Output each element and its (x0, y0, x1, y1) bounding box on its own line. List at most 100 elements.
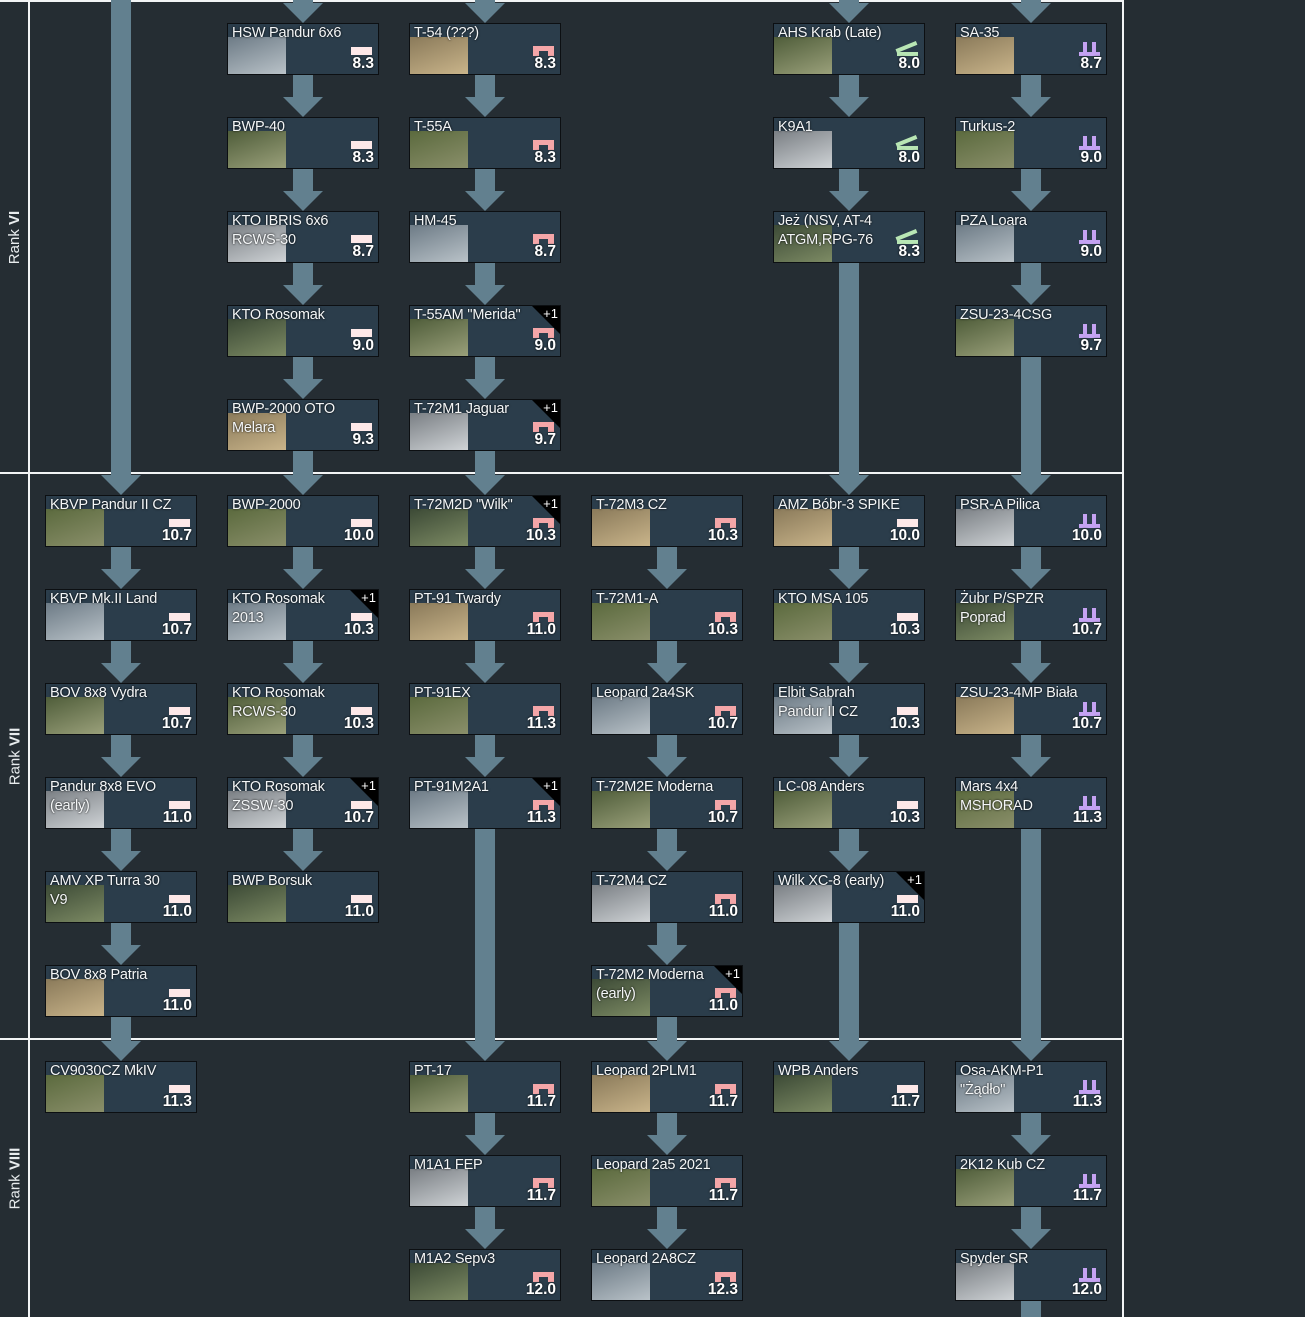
arrowhead-icon (1011, 663, 1051, 683)
arrowhead-icon (101, 757, 141, 777)
vehicle-thumbnail (956, 1263, 1014, 1300)
vehicle-card[interactable]: T-54 (???)8.3 (409, 23, 561, 75)
connector-arrow (839, 169, 859, 192)
battle-rating: 12.3 (707, 1281, 738, 1298)
connector-arrow (111, 1017, 131, 1042)
vehicle-name: BWP-40 (232, 119, 285, 135)
vehicle-card[interactable]: Osa-AKM-P1 "Żądło"11.3 (955, 1061, 1107, 1113)
connector-arrow (839, 547, 859, 570)
arrowhead-icon (283, 97, 323, 117)
arrowhead-icon (647, 1041, 687, 1061)
battle-rating: 10.7 (161, 621, 192, 638)
vehicle-name: Leopard 2A8CZ (596, 1251, 696, 1267)
battle-rating: 10.3 (889, 621, 920, 638)
battle-rating: 10.7 (343, 809, 374, 826)
vehicle-name: KTO Rosomak 2013 (232, 591, 325, 626)
connector-arrow (111, 829, 131, 852)
spaa-class-icon (1079, 136, 1100, 150)
spg-class-icon (897, 234, 918, 244)
battle-rating: 9.7 (1080, 337, 1102, 354)
spaa-class-icon (1079, 514, 1100, 528)
vehicle-name: T-72M2 Moderna (early) (596, 967, 704, 1002)
battle-rating: 11.7 (890, 1093, 920, 1110)
vehicle-card[interactable]: Pandur 8x8 EVO (early)11.0 (45, 777, 197, 829)
vehicle-thumbnail (592, 603, 650, 640)
vehicle-name: KTO Rosomak ZSSW-30 (232, 779, 325, 814)
battle-rating: 8.7 (352, 243, 374, 260)
light-class-icon (351, 613, 372, 621)
battle-rating: 10.3 (343, 715, 374, 732)
vehicle-name: M1A2 Sepv3 (414, 1251, 496, 1267)
medium-class-icon (533, 1084, 554, 1094)
connector-arrow (839, 263, 859, 476)
battle-rating: 10.3 (707, 527, 738, 544)
connector-arrow (1021, 75, 1041, 98)
battle-rating: 11.3 (1072, 1093, 1102, 1110)
vehicle-name: SA-35 (960, 25, 1000, 41)
vehicle-card[interactable]: AHS Krab (Late)8.0 (773, 23, 925, 75)
connector-arrow (1021, 0, 1041, 4)
vehicle-name: PT-91 Twardy (414, 591, 501, 607)
vehicle-card[interactable]: Leopard 2A8CZ 12.3 (591, 1249, 743, 1301)
medium-class-icon (533, 46, 554, 56)
battle-rating: 9.0 (352, 337, 374, 354)
battle-rating: 10.7 (707, 809, 738, 826)
connector-arrow (839, 829, 859, 852)
light-class-icon (351, 141, 372, 149)
vehicle-thumbnail (774, 603, 832, 640)
